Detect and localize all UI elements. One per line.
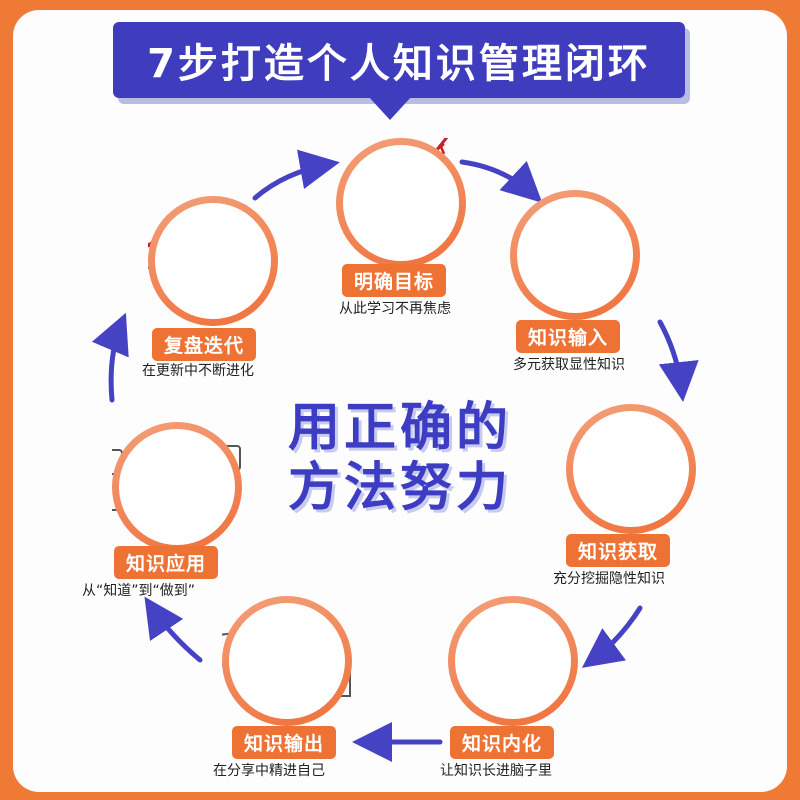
center-slogan: 用正确的 方法努力 xyxy=(270,398,530,518)
node-review xyxy=(135,196,278,326)
arrow-acquire-to-internalize xyxy=(581,605,643,668)
node-ring xyxy=(222,596,352,726)
arrow-review-to-goal xyxy=(252,149,340,201)
step-label-internalize: 知识内化 xyxy=(450,726,555,759)
node-apply xyxy=(101,422,242,552)
arrow-input-to-acquire xyxy=(657,319,699,402)
node-ring xyxy=(336,138,466,268)
node-acquire xyxy=(566,404,696,534)
step-label-output: 知识输出 xyxy=(232,726,337,759)
step-label-goal: 明确目标 xyxy=(342,264,447,297)
step-desc-input: 多元获取显性知识 xyxy=(513,357,625,373)
node-ring xyxy=(148,196,278,326)
step-label-review: 复盘迭代 xyxy=(152,328,257,361)
center-slogan-line2: 方法努力 xyxy=(287,458,512,518)
arrow-output-to-apply xyxy=(144,596,203,663)
step-desc-internalize: 让知识长进脑子里 xyxy=(440,763,552,779)
content-card xyxy=(13,10,787,792)
step-desc-output: 在分享中精进自己 xyxy=(213,763,325,779)
title-pointer xyxy=(368,96,412,120)
arrow-goal-to-input xyxy=(459,159,543,203)
step-desc-review: 在更新中不断进化 xyxy=(142,363,254,379)
step-desc-acquire: 充分挖掘隐性知识 xyxy=(553,571,665,587)
node-ring xyxy=(448,596,578,726)
step-desc-goal: 从此学习不再焦虑 xyxy=(339,301,451,317)
step-label-acquire: 知识获取 xyxy=(566,534,671,567)
node-internalize xyxy=(448,596,578,726)
node-output xyxy=(211,596,352,726)
step-label-input: 知识输入 xyxy=(516,320,621,353)
page-title: 7步打造个人知识管理闭环 xyxy=(147,41,651,87)
node-ring xyxy=(510,190,640,320)
node-input xyxy=(510,190,640,320)
step-desc-apply: 从“知道”到“做到” xyxy=(82,583,196,599)
title-banner: 7步打造个人知识管理闭环 xyxy=(113,22,685,98)
center-slogan-line1: 用正确的 xyxy=(287,398,512,458)
step-label-apply: 知识应用 xyxy=(114,546,219,579)
node-ring xyxy=(566,404,696,534)
node-ring xyxy=(112,422,242,552)
arrow-apply-to-review xyxy=(91,312,129,403)
node-goal xyxy=(336,135,466,268)
